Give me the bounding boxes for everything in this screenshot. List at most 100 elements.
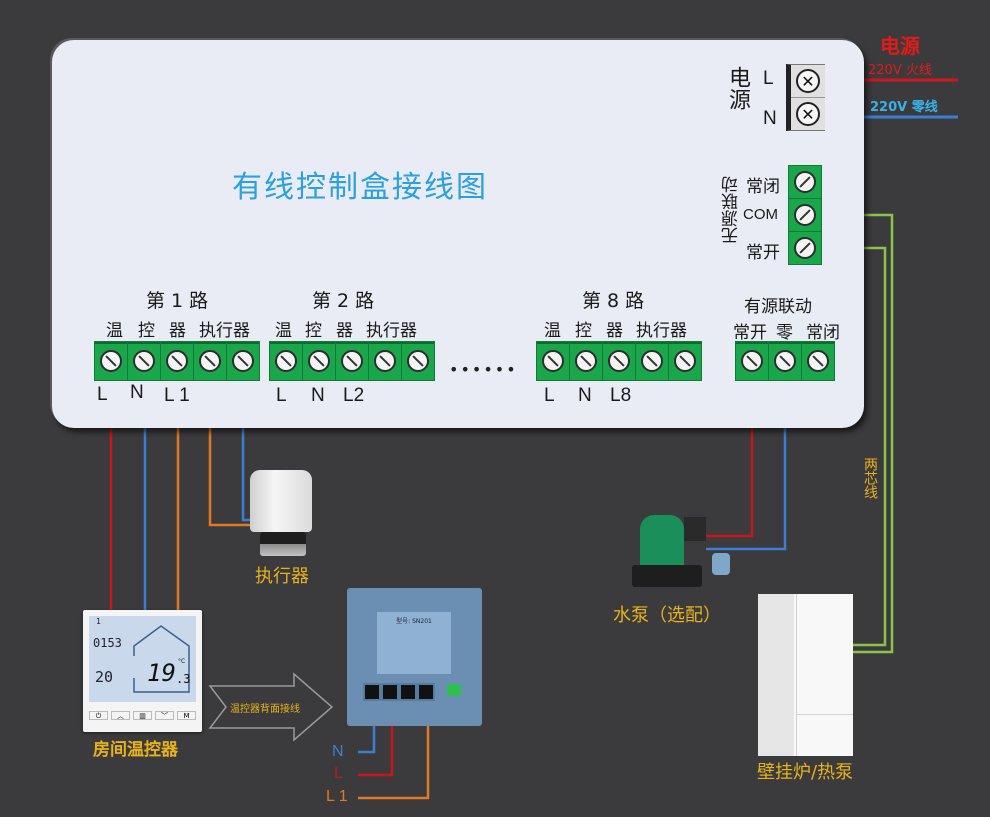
pump-valve [712, 553, 730, 575]
screw-x-icon: ✕ [796, 102, 820, 126]
arrow-right-icon [208, 672, 334, 742]
back-L1-wire [358, 700, 430, 800]
channel-8-terminal-block [536, 341, 702, 381]
channel-1-sub-label: 温 [106, 321, 123, 341]
power-terminal-block: ✕ ✕ [786, 64, 825, 131]
screw-icon [275, 350, 297, 372]
channel-1-sub-label: 控 [138, 321, 155, 341]
channel-8-L-label: L [544, 385, 555, 406]
channel-2-L-label: L [276, 385, 287, 406]
neutral-wire-label: 220V 零线 [870, 100, 938, 115]
channel-1-sub-label: 执行器 [199, 321, 250, 341]
channel-2-L2-label: L2 [343, 385, 365, 406]
thermostat-back-label-plate: 型号: SN201 [377, 612, 451, 674]
ellipsis: •••••• [449, 360, 518, 379]
dry-com-label: COM [743, 206, 778, 223]
dry-contact-terminal-block [788, 165, 822, 265]
channel-1-terminal-block [94, 341, 260, 381]
down-button[interactable]: ﹀ [155, 711, 174, 720]
boiler-label: 壁挂炉/热泵 [757, 762, 854, 783]
channel-1-N-label: N [130, 382, 144, 403]
screw-icon [794, 237, 816, 259]
screw-icon [794, 204, 816, 226]
screw-icon [232, 350, 254, 372]
channel-8-N-label: N [578, 385, 592, 406]
pump-label: 水泵（选配） [613, 605, 721, 626]
back-L-label: L [334, 765, 343, 782]
pump-junction-box [684, 517, 706, 541]
channel-8-sub-label: 执行器 [636, 321, 687, 341]
channel-2-heading: 第 2 路 [312, 290, 375, 312]
actuator-base [260, 532, 306, 556]
current-temp-display: 19 [147, 659, 176, 687]
pump-blue-wire [706, 378, 787, 551]
channel-2-sub-label: 器 [336, 321, 353, 341]
channel-2-sub-label: 温 [275, 321, 292, 341]
channel-8-sub-label: 温 [544, 321, 561, 341]
screw-icon [807, 350, 829, 372]
screw-icon [407, 350, 429, 372]
pump-red-wire [706, 378, 754, 538]
back-N-label: N [332, 743, 344, 760]
screw-icon [100, 350, 122, 372]
model-text: 型号: SN201 [396, 618, 432, 625]
channel-2-terminal-block [269, 341, 435, 381]
active-zero-label: 零 [776, 323, 793, 343]
up-button[interactable]: ︿ [111, 711, 130, 720]
channel-2-sub-label: 执行器 [366, 321, 417, 341]
screw-icon [199, 350, 221, 372]
current-temp-decimal: .3 [176, 672, 191, 686]
mode-button[interactable]: M [177, 711, 196, 720]
active-no-label: 常开 [733, 323, 767, 343]
dry-no-label: 常开 [746, 243, 780, 263]
screw-x-icon: ✕ [796, 69, 820, 93]
pump-base [632, 565, 702, 587]
live-wire-label: 220V 火线 [868, 63, 932, 78]
set-temp-display: 20 [95, 668, 114, 686]
two-core-cable-label: 两芯线 [862, 457, 878, 499]
screw-icon [341, 350, 363, 372]
temp-unit: °C [178, 658, 186, 665]
room-number: 1 [96, 617, 102, 626]
channel-1-heading: 第 1 路 [146, 290, 209, 312]
back-L1-label: L 1 [326, 788, 348, 805]
actuator-body [250, 470, 312, 532]
actuator-label: 执行器 [255, 566, 309, 587]
thermostat-back-panel: 型号: SN201 [347, 588, 482, 726]
screw-icon [166, 350, 188, 372]
thermostat-buttons: ⏻ ︿ ▥ ﹀ M [89, 711, 196, 720]
channel-8-sub-label: 器 [606, 321, 623, 341]
power-button[interactable]: ⏻ [89, 711, 108, 720]
screw-icon [308, 350, 330, 372]
channel-1-L1-label: L 1 [164, 385, 190, 406]
menu-button[interactable]: ▥ [133, 711, 152, 720]
screw-icon [542, 350, 564, 372]
channel-8-sub-label: 控 [575, 321, 592, 341]
thermostat-front: 1 0153 20 19 .3 °C ⏻ ︿ ▥ ﹀ M [83, 610, 202, 732]
channel-1-sub-label: 器 [169, 321, 186, 341]
screw-icon [608, 350, 630, 372]
power-label: 电源 [725, 66, 750, 110]
screw-icon [575, 350, 597, 372]
active-nc-label: 常闭 [806, 323, 840, 343]
active-contact-terminal-block [735, 341, 835, 381]
boiler-body [758, 594, 853, 756]
dry-contact-label: 无源联动 [722, 176, 742, 244]
screw-icon [641, 350, 663, 372]
thermostat-back-terminals [363, 683, 435, 701]
channel-2-sub-label: 控 [305, 321, 322, 341]
thermostat-label: 房间温控器 [93, 740, 178, 760]
time-display: 0153 [93, 636, 122, 650]
screw-icon [133, 350, 155, 372]
channel-8-L8-label: L8 [610, 385, 632, 406]
screw-icon [741, 350, 763, 372]
power-heading: 电源 [880, 34, 920, 58]
channel-8-heading: 第 8 路 [582, 290, 645, 312]
house-outline-icon [133, 625, 190, 693]
arrow-text: 温控器背面接线 [230, 704, 300, 715]
channel-1-L-label: L [97, 384, 108, 405]
thermostat-screen: 1 0153 20 19 .3 °C [89, 616, 196, 702]
channel-2-N-label: N [311, 385, 325, 406]
power-terminal-N-label: N [763, 108, 777, 129]
active-contact-heading: 有源联动 [744, 297, 812, 317]
